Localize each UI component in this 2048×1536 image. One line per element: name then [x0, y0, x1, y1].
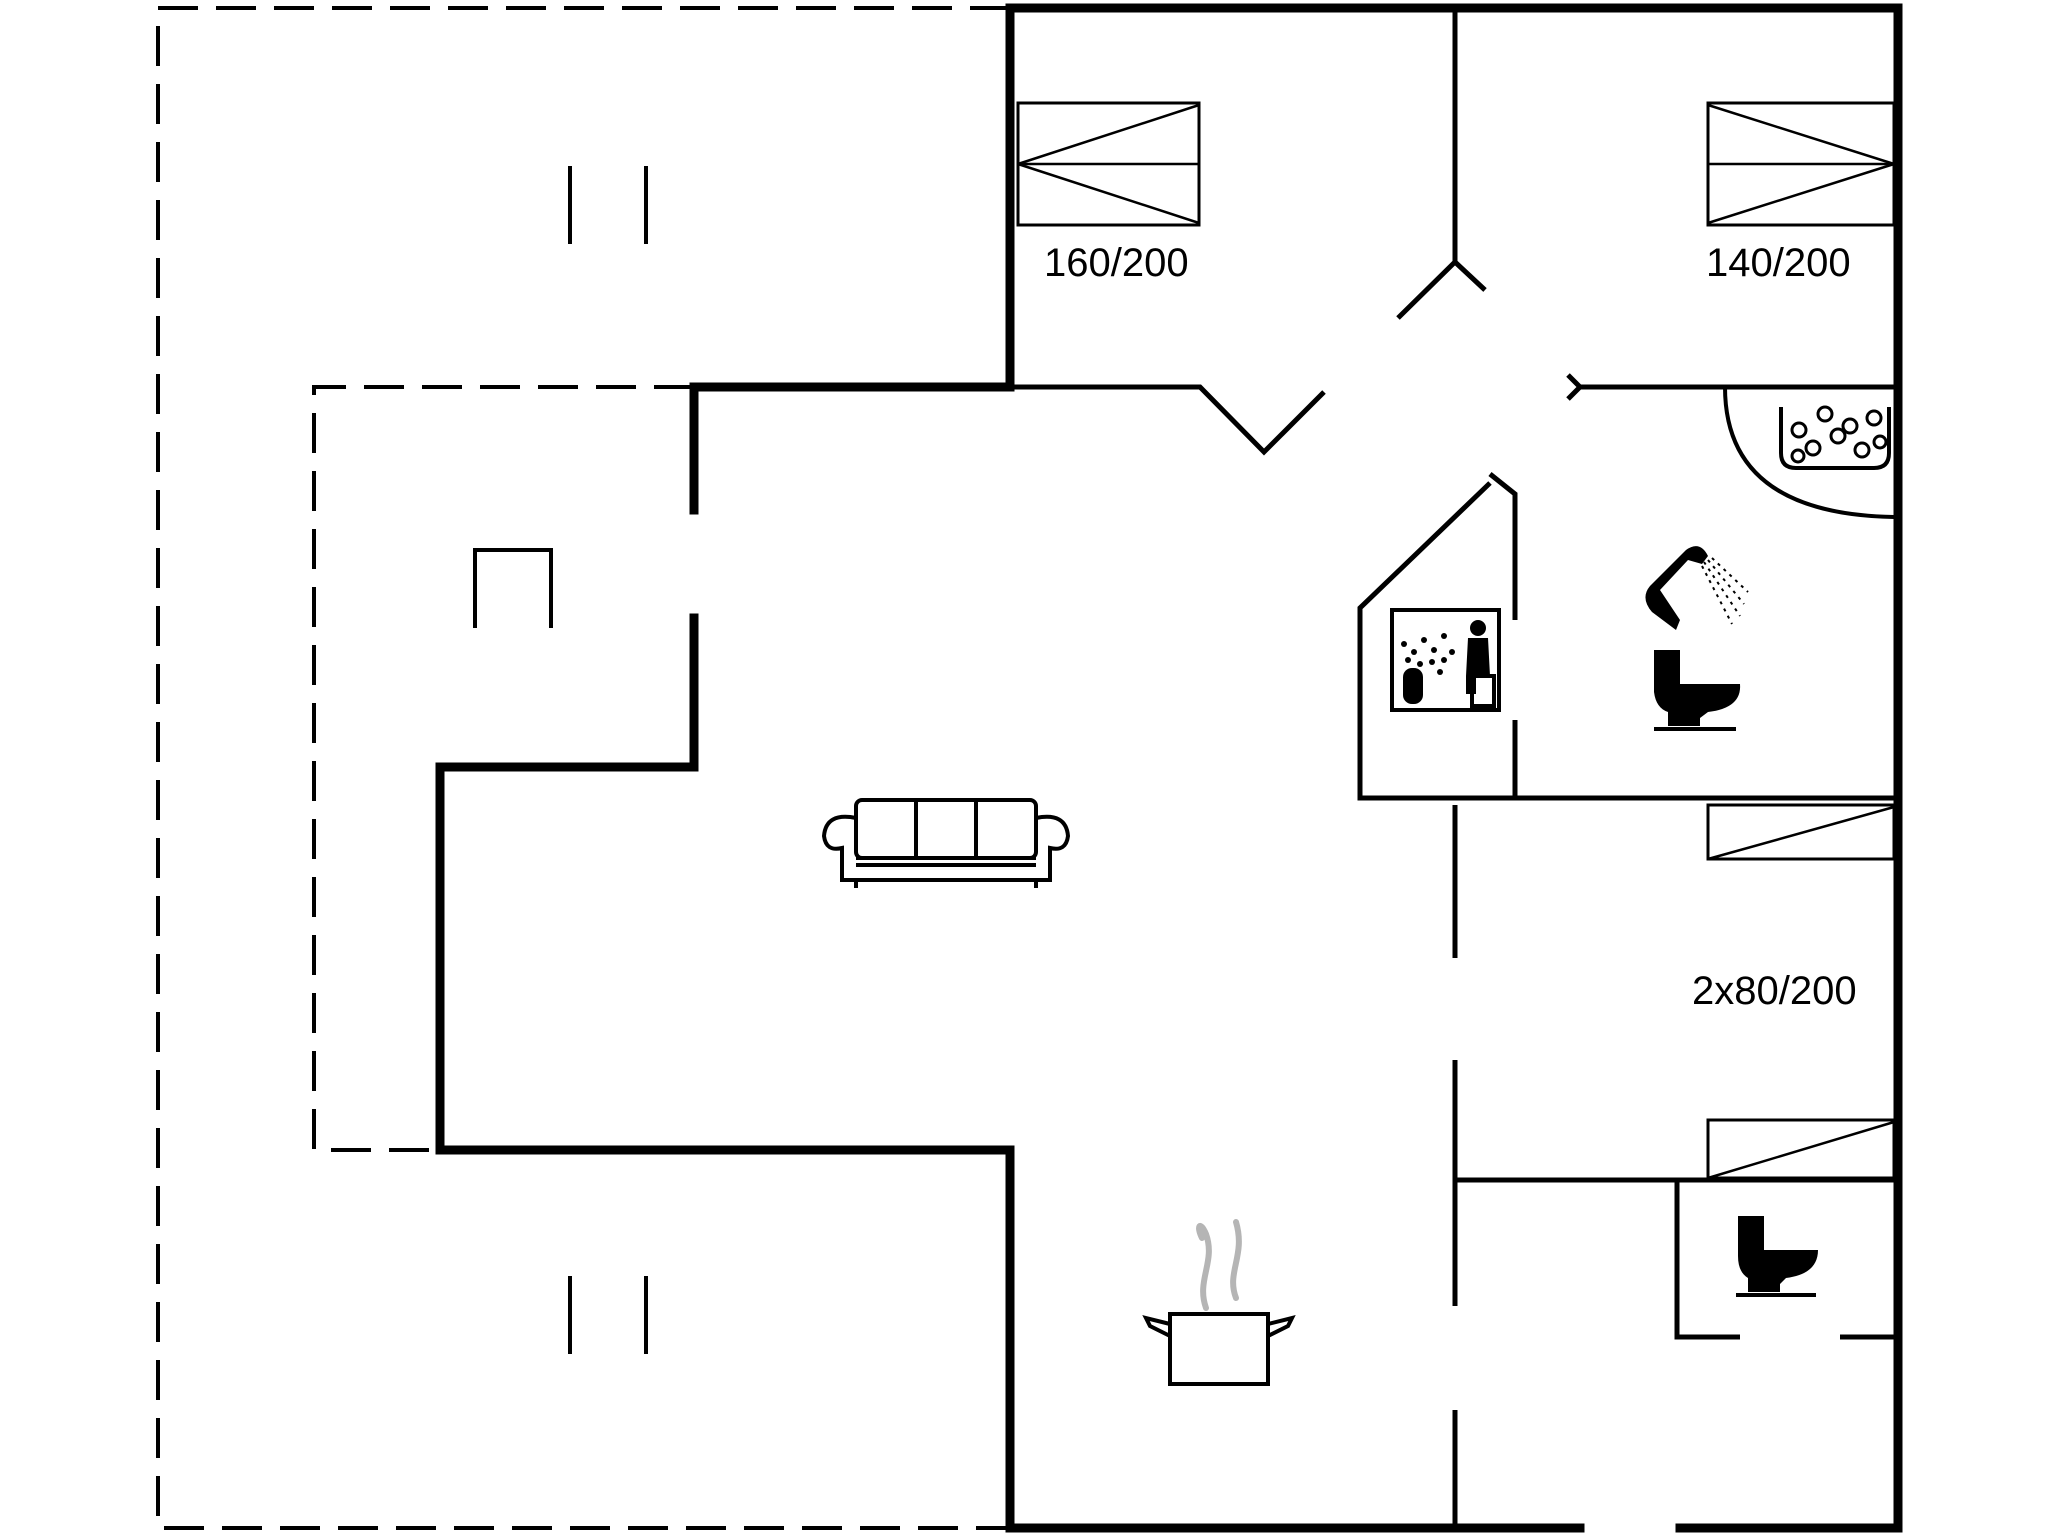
sauna-icon: [1390, 608, 1501, 712]
bed-160-200: [1016, 101, 1201, 227]
terrace-post-icon: [568, 1276, 648, 1354]
exterior-walls: [435, 3, 1903, 1533]
bed-size-label-2: 140/200: [1706, 241, 1851, 285]
terrace-post-icon: [568, 166, 648, 244]
shower-icon: [1645, 546, 1749, 630]
toilet-icon: [1654, 650, 1741, 731]
bed-size-label-1: 160/200: [1044, 241, 1189, 285]
fireplace-icon: [473, 548, 553, 628]
toilet-icon: [1736, 1216, 1818, 1297]
bed-80-200-top: [1706, 803, 1896, 861]
bed-80-200-bottom: [1706, 1118, 1896, 1180]
covered-terrace-outline: [156, 6, 1010, 1530]
bed-140-200: [1706, 101, 1896, 227]
bed-size-label-3: 2x80/200: [1692, 969, 1857, 1013]
whirlpool-tub-icon: [1779, 405, 1891, 470]
interior-walls: [1012, 12, 1895, 1524]
cooking-pot-icon: [1142, 1219, 1296, 1386]
sofa-icon: [821, 798, 1071, 888]
